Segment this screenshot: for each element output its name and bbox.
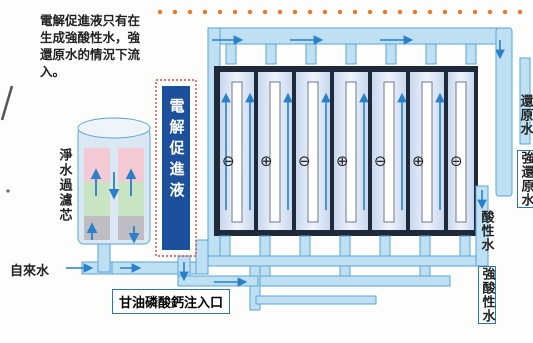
glycerol-inlet-label: 甘油磷酸鈣注入口 bbox=[112, 289, 231, 314]
top-dotted-border bbox=[0, 0, 533, 15]
acidic-water-text: 酸性水 bbox=[478, 210, 494, 252]
acidic-water-label: 酸性水 bbox=[478, 210, 494, 252]
top-manifold bbox=[207, 27, 531, 197]
reducing-water-label: 還原水 bbox=[517, 94, 533, 136]
strong-reducing-water-label: 強還原水 bbox=[517, 150, 533, 208]
electrode-plates bbox=[231, 81, 467, 223]
electrode-symbol: ⊕ bbox=[260, 152, 273, 170]
left-slash-mark bbox=[0, 84, 14, 128]
electrolyte-tank-label: 電解促進液 bbox=[167, 98, 186, 203]
note-line: 還原水的情況下流 bbox=[40, 47, 141, 62]
electrolyte-tank bbox=[162, 86, 190, 250]
note-line: 入。 bbox=[40, 64, 66, 79]
electrolyte-tank-frame bbox=[155, 79, 197, 257]
electrode-symbol: ⊖ bbox=[450, 152, 463, 170]
strong-reducing-water-text: 強還原水 bbox=[518, 151, 533, 207]
electrode-symbol: ⊖ bbox=[298, 152, 311, 170]
strong-acidic-water-label: 強酸性水 bbox=[478, 266, 496, 324]
electrode-symbol: ⊕ bbox=[412, 152, 425, 170]
tap-water-label: 自來水 bbox=[10, 264, 50, 279]
left-dot-mark bbox=[4, 180, 12, 199]
electrode-symbol: ⊖ bbox=[222, 152, 235, 170]
electrode-symbol: ⊕ bbox=[336, 152, 349, 170]
glycerol-inlet-text: 甘油磷酸鈣注入口 bbox=[119, 296, 224, 311]
purifier-label: 淨水過濾芯 bbox=[55, 148, 73, 223]
flow-note: 電解促進液只有在 生成強酸性水，強 還原水的情況下流 入。 bbox=[40, 12, 190, 80]
purifier-label-text: 淨水過濾芯 bbox=[56, 148, 72, 223]
strong-acidic-water-text: 強酸性水 bbox=[479, 267, 495, 323]
reducing-water-text: 還原水 bbox=[517, 94, 533, 136]
note-line: 電解促進液只有在 bbox=[40, 13, 141, 28]
electrolyte-label-text: 電解促進液 bbox=[167, 98, 186, 203]
electrode-symbol: ⊖ bbox=[374, 152, 387, 170]
note-line: 生成強酸性水，強 bbox=[40, 30, 141, 45]
